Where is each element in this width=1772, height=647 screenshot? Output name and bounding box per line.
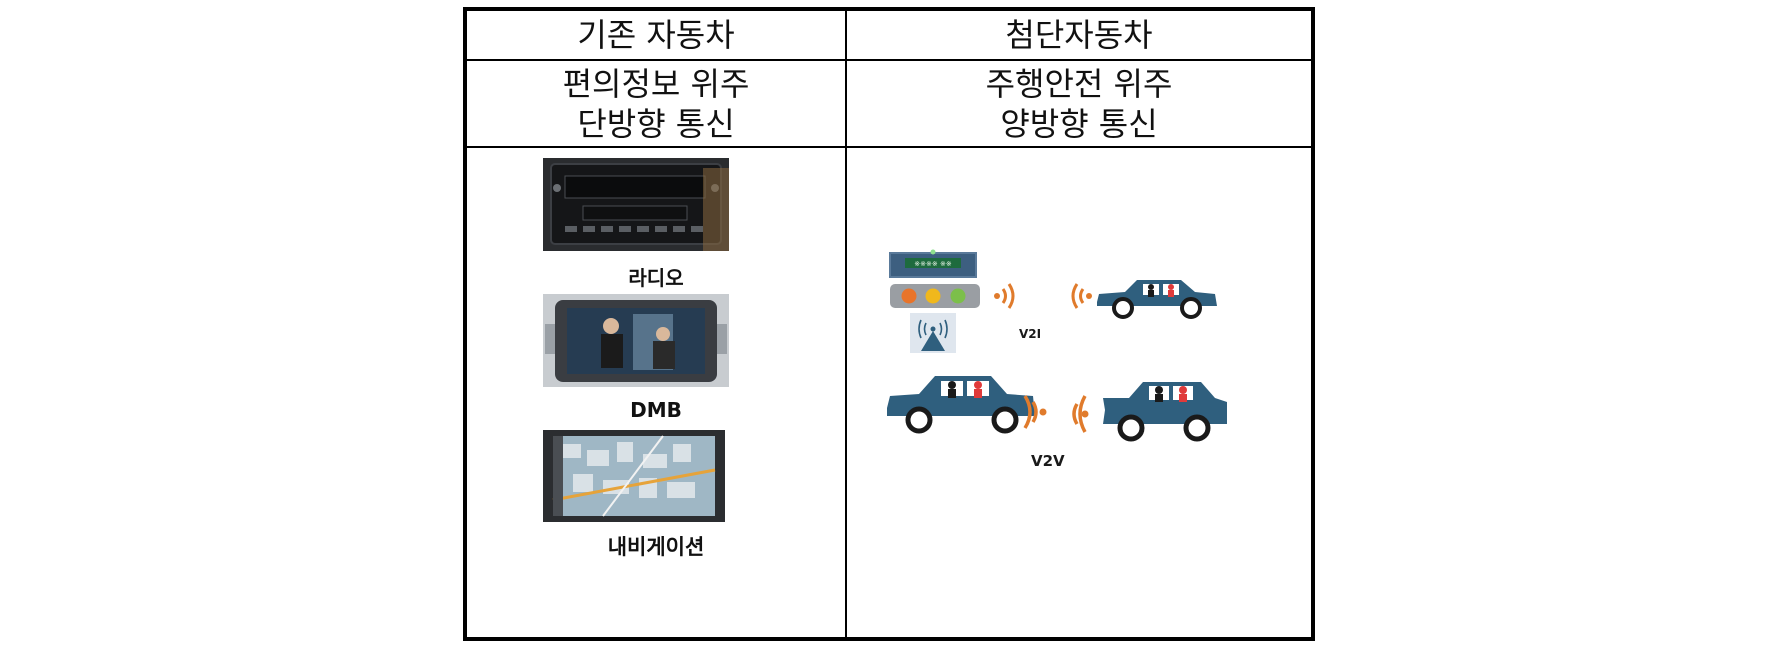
advanced-feature-line2: 양방향 통신 [1000, 105, 1158, 143]
signal-wave-icon [994, 283, 1015, 309]
v2x-diagram: ※※※※ ※※ [847, 148, 1311, 637]
navigation-caption: 내비게이션 [607, 535, 705, 559]
signal-wave-icon [1071, 283, 1092, 309]
existing-feature-line2: 단방향 통신 [577, 105, 735, 143]
dmb-caption: DMB [630, 398, 682, 422]
v2v-label: V2V [1031, 452, 1065, 470]
radio-caption: 라디오 [628, 266, 684, 290]
dmb-photo [543, 294, 729, 387]
road-sign-icon: ※※※※ ※※ [889, 249, 977, 278]
car-icon [1103, 382, 1227, 442]
signal-wave-icon [1072, 395, 1089, 433]
row-divider-header [467, 59, 1311, 61]
road-sign-text: ※※※※ ※※ [914, 260, 952, 268]
signal-wave-icon [1023, 395, 1047, 429]
row-divider-features [467, 146, 1311, 148]
existing-feature-line1: 편의정보 위주 [562, 65, 750, 103]
radio-photo [543, 158, 729, 251]
header-existing-car: 기존 자동차 [577, 16, 735, 54]
v2i-label: V2I [1019, 327, 1041, 341]
header-advanced-car: 첨단자동차 [1005, 16, 1153, 54]
column-divider [845, 11, 847, 637]
car-icon [1097, 280, 1217, 319]
traffic-light-icon [890, 284, 980, 308]
advanced-feature-line1: 주행안전 위주 [985, 65, 1173, 103]
navigation-photo [543, 430, 725, 522]
antenna-tower-icon [910, 313, 956, 353]
comparison-table: 기존 자동차 첨단자동차 편의정보 위주 단방향 통신 주행안전 위주 양방향 … [463, 7, 1315, 641]
car-icon [887, 376, 1035, 434]
